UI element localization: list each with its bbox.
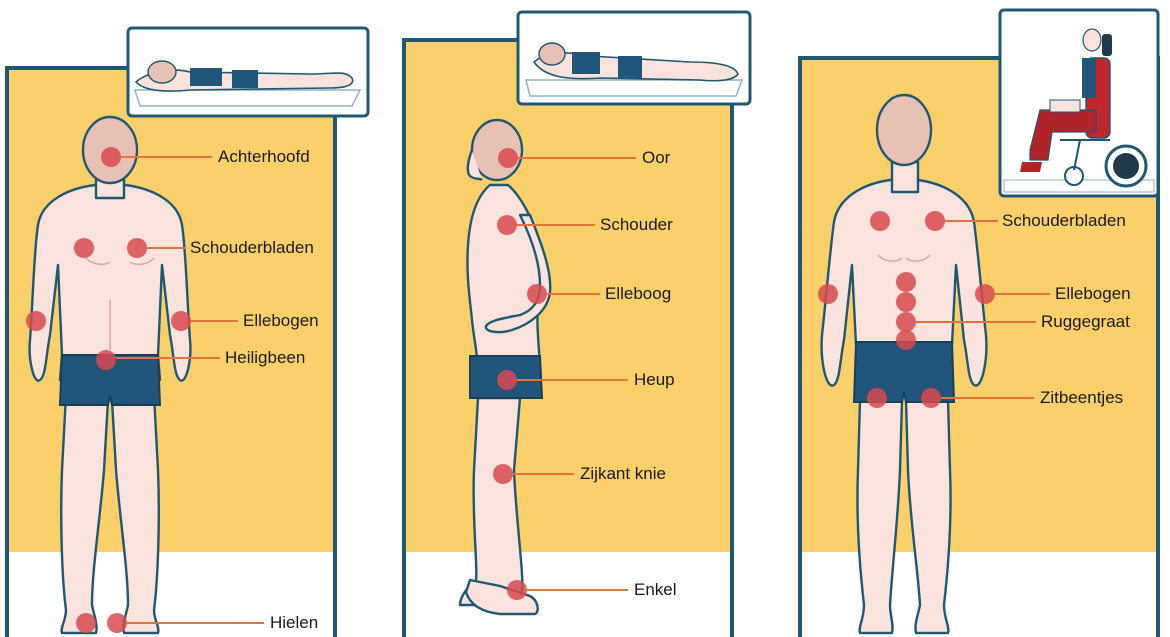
spot-sit-spine-4 bbox=[896, 330, 916, 350]
label-back-elbows: Ellebogen bbox=[243, 311, 319, 331]
label-back-sacrum: Heiligbeen bbox=[225, 348, 305, 368]
spot-side-hip bbox=[497, 370, 517, 390]
label-sit-shoulder-blades: Schouderbladen bbox=[1002, 211, 1126, 231]
label-back-heels: Hielen bbox=[270, 613, 318, 633]
panel-side bbox=[404, 12, 750, 637]
spot-side-shoulder bbox=[497, 215, 517, 235]
label-side-shoulder: Schouder bbox=[600, 215, 673, 235]
spot-back-sacrum bbox=[96, 350, 116, 370]
label-sit-elbows: Ellebogen bbox=[1055, 284, 1131, 304]
spot-sit-spine-3 bbox=[896, 312, 916, 332]
spot-side-elbow bbox=[527, 284, 547, 304]
label-sit-spine: Ruggegraat bbox=[1041, 312, 1130, 332]
spot-sit-bone-right bbox=[921, 388, 941, 408]
label-side-ear: Oor bbox=[642, 148, 670, 168]
floor-side bbox=[406, 552, 730, 637]
spot-side-knee bbox=[493, 464, 513, 484]
spot-sit-shoulder-right bbox=[925, 211, 945, 231]
spot-sit-elbow-left bbox=[818, 284, 838, 304]
spot-sit-elbow-right bbox=[975, 284, 995, 304]
label-side-knee: Zijkant knie bbox=[580, 464, 666, 484]
panel-side-background bbox=[404, 40, 732, 637]
spot-sit-bone-left bbox=[867, 388, 887, 408]
label-sit-sit-bones: Zitbeentjes bbox=[1040, 388, 1123, 408]
spot-sit-spine-1 bbox=[896, 272, 916, 292]
label-back-head: Achterhoofd bbox=[218, 147, 310, 167]
spot-back-shoulder-left bbox=[74, 238, 94, 258]
label-side-ankle: Enkel bbox=[634, 580, 677, 600]
spot-back-head bbox=[101, 147, 121, 167]
label-side-hip: Heup bbox=[634, 370, 675, 390]
floor-sitting bbox=[802, 552, 1156, 637]
lying-on-back-icon bbox=[128, 28, 368, 116]
label-side-elbow: Elleboog bbox=[605, 284, 671, 304]
spot-sit-spine-2 bbox=[896, 292, 916, 312]
spot-back-elbow-right bbox=[171, 311, 191, 331]
spot-back-shoulder-right bbox=[127, 238, 147, 258]
spot-back-heel-right bbox=[107, 613, 127, 633]
spot-back-elbow-left bbox=[26, 311, 46, 331]
spot-sit-shoulder-left bbox=[870, 211, 890, 231]
lying-on-side-icon bbox=[518, 12, 750, 104]
panel-back bbox=[7, 28, 368, 637]
spot-back-heel-left bbox=[76, 613, 96, 633]
spot-side-ear bbox=[498, 148, 518, 168]
spot-side-ankle bbox=[507, 580, 527, 600]
label-back-shoulder-blades: Schouderbladen bbox=[190, 238, 314, 258]
wheelchair-sitting-icon bbox=[1000, 10, 1158, 196]
